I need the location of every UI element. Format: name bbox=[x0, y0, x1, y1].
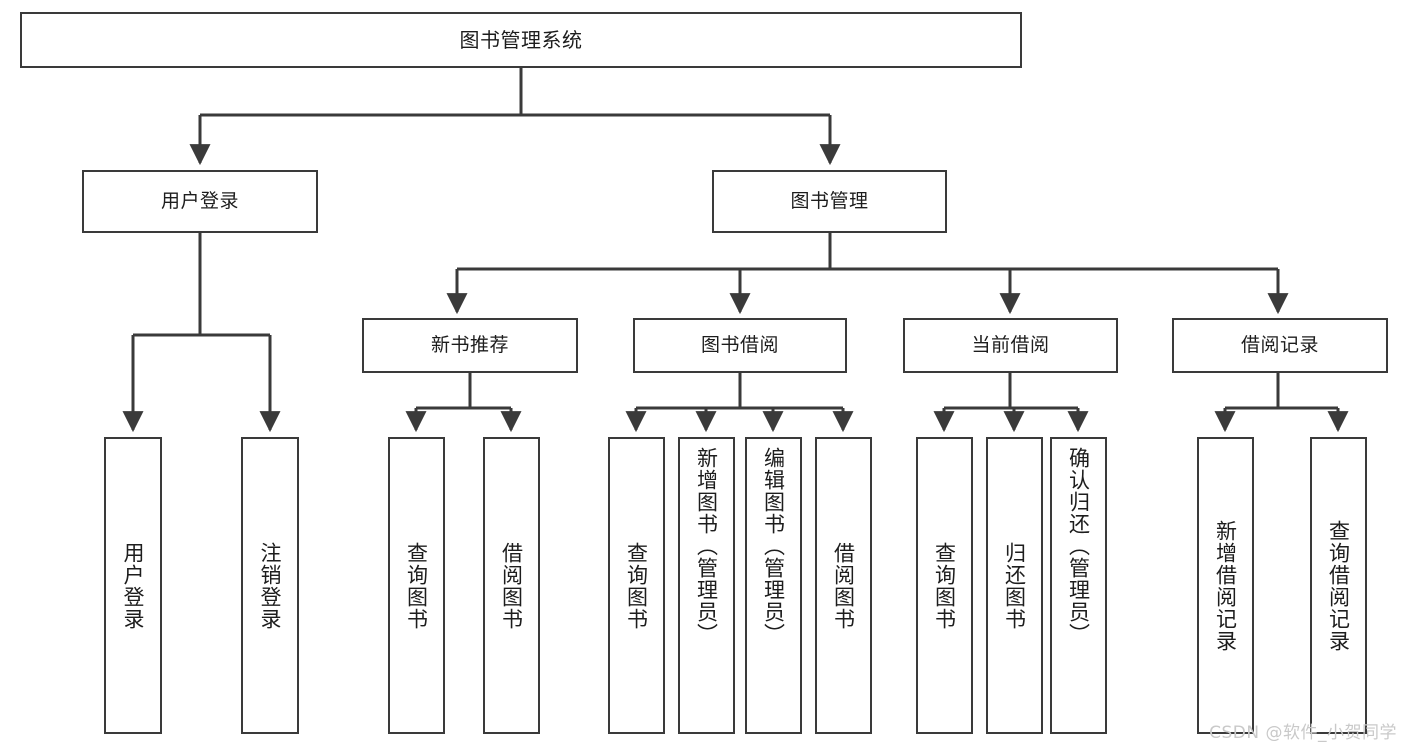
leaf-edit-book-admin-label: 编辑图书（管理员） bbox=[761, 447, 786, 645]
node-new-book-recommend[interactable]: 新书推荐 bbox=[362, 318, 578, 373]
leaf-query-borrow-record[interactable]: 查询借阅记录 bbox=[1310, 437, 1367, 734]
node-book-management-label: 图书管理 bbox=[790, 189, 869, 212]
leaf-query-book-borrow-label: 查询图书 bbox=[624, 541, 649, 630]
node-borrow-records[interactable]: 借阅记录 bbox=[1172, 318, 1388, 373]
node-book-management[interactable]: 图书管理 bbox=[712, 170, 947, 233]
node-current-borrow[interactable]: 当前借阅 bbox=[903, 318, 1118, 373]
leaf-return-book-label: 归还图书 bbox=[1002, 541, 1027, 630]
leaf-add-borrow-record[interactable]: 新增借阅记录 bbox=[1197, 437, 1254, 734]
leaf-confirm-return-admin[interactable]: 确认归还（管理员） bbox=[1050, 437, 1107, 734]
leaf-borrow-book-recommend-label: 借阅图书 bbox=[499, 541, 524, 630]
leaf-user-login[interactable]: 用户登录 bbox=[104, 437, 162, 734]
node-borrow-records-label: 借阅记录 bbox=[1240, 333, 1319, 356]
leaf-add-book-admin-label: 新增图书（管理员） bbox=[694, 447, 719, 645]
leaf-return-book[interactable]: 归还图书 bbox=[986, 437, 1043, 734]
node-user-login-label: 用户登录 bbox=[160, 189, 239, 212]
leaf-query-book-current-label: 查询图书 bbox=[932, 541, 957, 630]
node-new-book-recommend-label: 新书推荐 bbox=[430, 333, 509, 356]
leaf-add-book-admin[interactable]: 新增图书（管理员） bbox=[678, 437, 735, 734]
node-book-borrow[interactable]: 图书借阅 bbox=[633, 318, 847, 373]
leaf-query-book-recommend[interactable]: 查询图书 bbox=[388, 437, 445, 734]
node-root[interactable]: 图书管理系统 bbox=[20, 12, 1022, 68]
leaf-query-book-recommend-label: 查询图书 bbox=[404, 541, 429, 630]
node-book-borrow-label: 图书借阅 bbox=[700, 333, 779, 356]
leaf-query-book-borrow[interactable]: 查询图书 bbox=[608, 437, 665, 734]
leaf-query-borrow-record-label: 查询借阅记录 bbox=[1326, 519, 1351, 652]
leaf-logout-label: 注销登录 bbox=[258, 541, 283, 630]
watermark: CSDN @软件_小贺同学 bbox=[1209, 723, 1397, 743]
leaf-user-login-label: 用户登录 bbox=[121, 541, 146, 630]
node-current-borrow-label: 当前借阅 bbox=[971, 333, 1050, 356]
leaf-edit-book-admin[interactable]: 编辑图书（管理员） bbox=[745, 437, 802, 734]
leaf-borrow-book-recommend[interactable]: 借阅图书 bbox=[483, 437, 540, 734]
node-user-login[interactable]: 用户登录 bbox=[82, 170, 318, 233]
leaf-borrow-book[interactable]: 借阅图书 bbox=[815, 437, 872, 734]
leaf-borrow-book-label: 借阅图书 bbox=[831, 541, 856, 630]
leaf-query-book-current[interactable]: 查询图书 bbox=[916, 437, 973, 734]
leaf-confirm-return-admin-label: 确认归还（管理员） bbox=[1066, 447, 1091, 645]
leaf-logout[interactable]: 注销登录 bbox=[241, 437, 299, 734]
leaf-add-borrow-record-label: 新增借阅记录 bbox=[1213, 519, 1238, 652]
node-root-label: 图书管理系统 bbox=[459, 27, 583, 52]
